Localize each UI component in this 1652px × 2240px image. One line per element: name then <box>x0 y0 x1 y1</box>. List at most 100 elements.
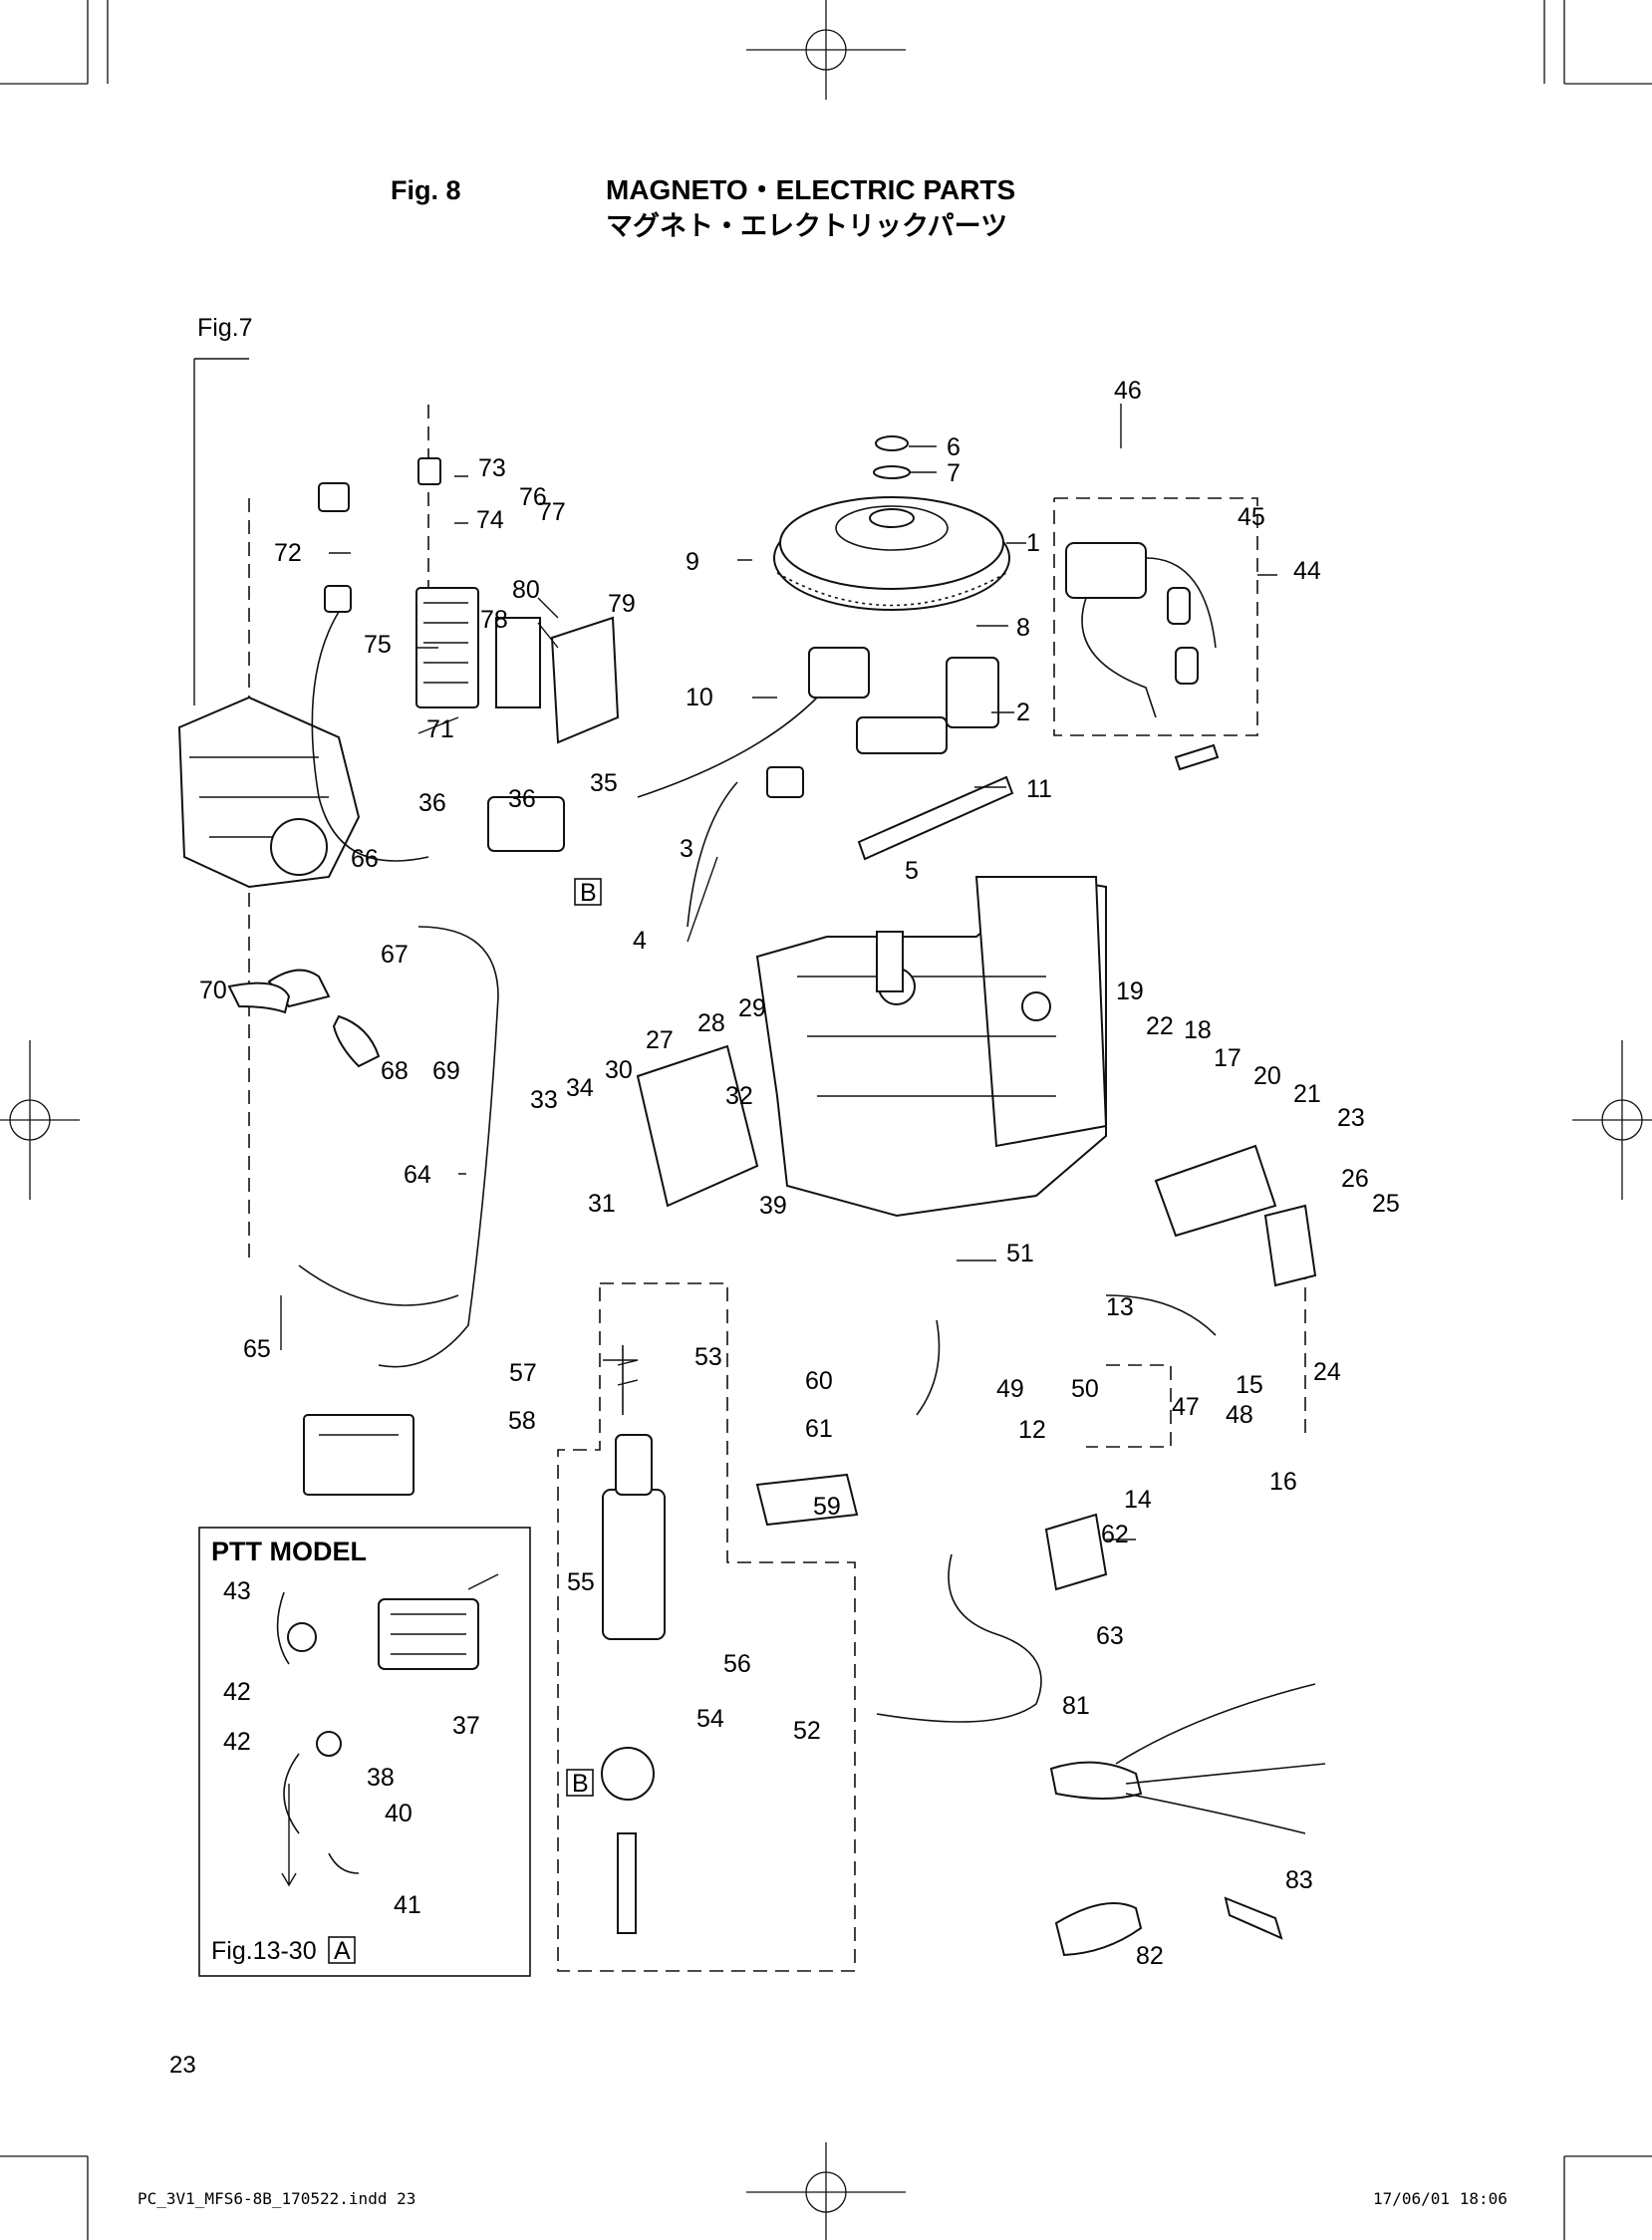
callout-33: 33 <box>530 1086 558 1114</box>
callout-23: 23 <box>1337 1104 1365 1132</box>
callout-65: 65 <box>243 1335 271 1363</box>
callout-20: 20 <box>1253 1062 1281 1090</box>
box-ref-b-upper: B <box>580 879 597 907</box>
callout-2: 2 <box>1016 699 1030 726</box>
leader-lines <box>280 404 1277 1590</box>
wiring-harness-lower <box>876 1294 1326 1957</box>
callout-8: 8 <box>1016 614 1030 642</box>
figure-number: Fig. 8 <box>391 175 461 205</box>
callout-31: 31 <box>588 1190 616 1218</box>
footer-file: PC_3V1_MFS6-8B_170522.indd 23 <box>138 2189 415 2208</box>
callout-71: 71 <box>426 715 454 743</box>
callout-14: 14 <box>1124 1486 1152 1514</box>
ptt-model-box: PTT MODEL Fig.13-30 A <box>198 1527 531 1977</box>
callout-79: 79 <box>608 590 636 618</box>
callout-43: 43 <box>223 1577 251 1605</box>
callout-9: 9 <box>686 548 699 576</box>
callout-54: 54 <box>696 1705 724 1733</box>
callout-24: 24 <box>1313 1358 1341 1386</box>
callout-12: 12 <box>1018 1416 1046 1444</box>
battery-and-leads <box>227 926 499 1496</box>
callout-38: 38 <box>367 1764 395 1792</box>
callout-16: 16 <box>1269 1468 1297 1496</box>
callout-39: 39 <box>759 1192 787 1220</box>
callout-48: 48 <box>1226 1401 1253 1429</box>
fig7-ref: Fig.7 <box>197 314 253 342</box>
callout-18: 18 <box>1184 1016 1212 1044</box>
callout-36: 36 <box>508 785 536 813</box>
callout-81: 81 <box>1062 1692 1090 1720</box>
callout-19: 19 <box>1116 978 1144 1005</box>
callout-83: 83 <box>1285 1866 1313 1894</box>
callout-78: 78 <box>480 606 508 634</box>
callout-25: 25 <box>1372 1190 1400 1218</box>
callout-34: 34 <box>566 1074 594 1102</box>
callout-30: 30 <box>605 1056 633 1084</box>
callout-11: 11 <box>1026 775 1052 803</box>
callout-70: 70 <box>199 977 227 1004</box>
callout-77: 77 <box>538 498 566 526</box>
callout-15: 15 <box>1236 1371 1263 1399</box>
figure-title: MAGNETO・ELECTRIC PARTS <box>606 174 1015 205</box>
box-ref-b-lower: B <box>572 1770 589 1798</box>
callout-51: 51 <box>1006 1240 1034 1267</box>
ptt-model-label: PTT MODEL <box>211 1537 367 1566</box>
callout-55: 55 <box>567 1568 595 1596</box>
callout-56: 56 <box>723 1650 751 1678</box>
callout-75: 75 <box>364 631 392 659</box>
box-ref-a: A <box>334 1937 351 1965</box>
callout-5: 5 <box>905 857 919 885</box>
callout-53: 53 <box>694 1343 722 1371</box>
callout-42: 42 <box>223 1678 251 1706</box>
callout-57: 57 <box>509 1359 537 1387</box>
callout-60: 60 <box>805 1367 833 1395</box>
box-b-upper <box>574 878 602 906</box>
callout-67: 67 <box>381 941 409 969</box>
callout-82: 82 <box>1136 1942 1164 1970</box>
callout-61: 61 <box>805 1415 833 1443</box>
callout-50: 50 <box>1071 1375 1099 1403</box>
callout-73: 73 <box>478 454 506 482</box>
callout-17: 17 <box>1214 1044 1241 1072</box>
callout-47: 47 <box>1172 1393 1200 1421</box>
engine-block <box>755 875 1108 1218</box>
callout-66: 66 <box>351 845 379 873</box>
callout-64: 64 <box>404 1161 431 1189</box>
callout-45: 45 <box>1238 503 1265 531</box>
starter-motor <box>601 1345 859 1934</box>
callout-40: 40 <box>385 1800 413 1827</box>
callout-29: 29 <box>738 994 766 1022</box>
callout-80: 80 <box>512 576 540 604</box>
footer-timestamp: 17/06/01 18:06 <box>1373 2189 1508 2208</box>
callout-72: 72 <box>274 539 302 567</box>
callout-58: 58 <box>508 1407 536 1435</box>
callout-46: 46 <box>1114 377 1142 405</box>
box-b-lower <box>566 1769 594 1797</box>
callout-63: 63 <box>1096 1622 1124 1650</box>
callout-42: 42 <box>223 1728 251 1756</box>
page-number: 23 <box>169 2052 196 2079</box>
callout-labels: 1234567891011121314151617181920212223242… <box>199 377 1400 1970</box>
callout-62: 62 <box>1101 1521 1129 1548</box>
callout-6: 6 <box>947 433 961 461</box>
callout-37: 37 <box>452 1712 480 1740</box>
callout-32: 32 <box>725 1082 753 1110</box>
callout-69: 69 <box>432 1057 460 1085</box>
callout-26: 26 <box>1341 1165 1369 1193</box>
callout-7: 7 <box>947 459 961 487</box>
callout-28: 28 <box>697 1009 725 1037</box>
figure-title-jp: マグネト・エレクトリックパーツ <box>606 210 1007 242</box>
callout-74: 74 <box>476 506 504 534</box>
callout-59: 59 <box>813 1493 841 1521</box>
callout-52: 52 <box>793 1717 821 1745</box>
callout-35: 35 <box>590 769 618 797</box>
callout-21: 21 <box>1293 1080 1321 1108</box>
engine-cowling-fragment <box>177 358 361 889</box>
callout-49: 49 <box>996 1375 1024 1403</box>
callout-13: 13 <box>1106 1293 1134 1321</box>
callout-1: 1 <box>1026 529 1040 557</box>
stator-coils <box>637 647 1014 928</box>
ignition-coil <box>1065 542 1220 771</box>
